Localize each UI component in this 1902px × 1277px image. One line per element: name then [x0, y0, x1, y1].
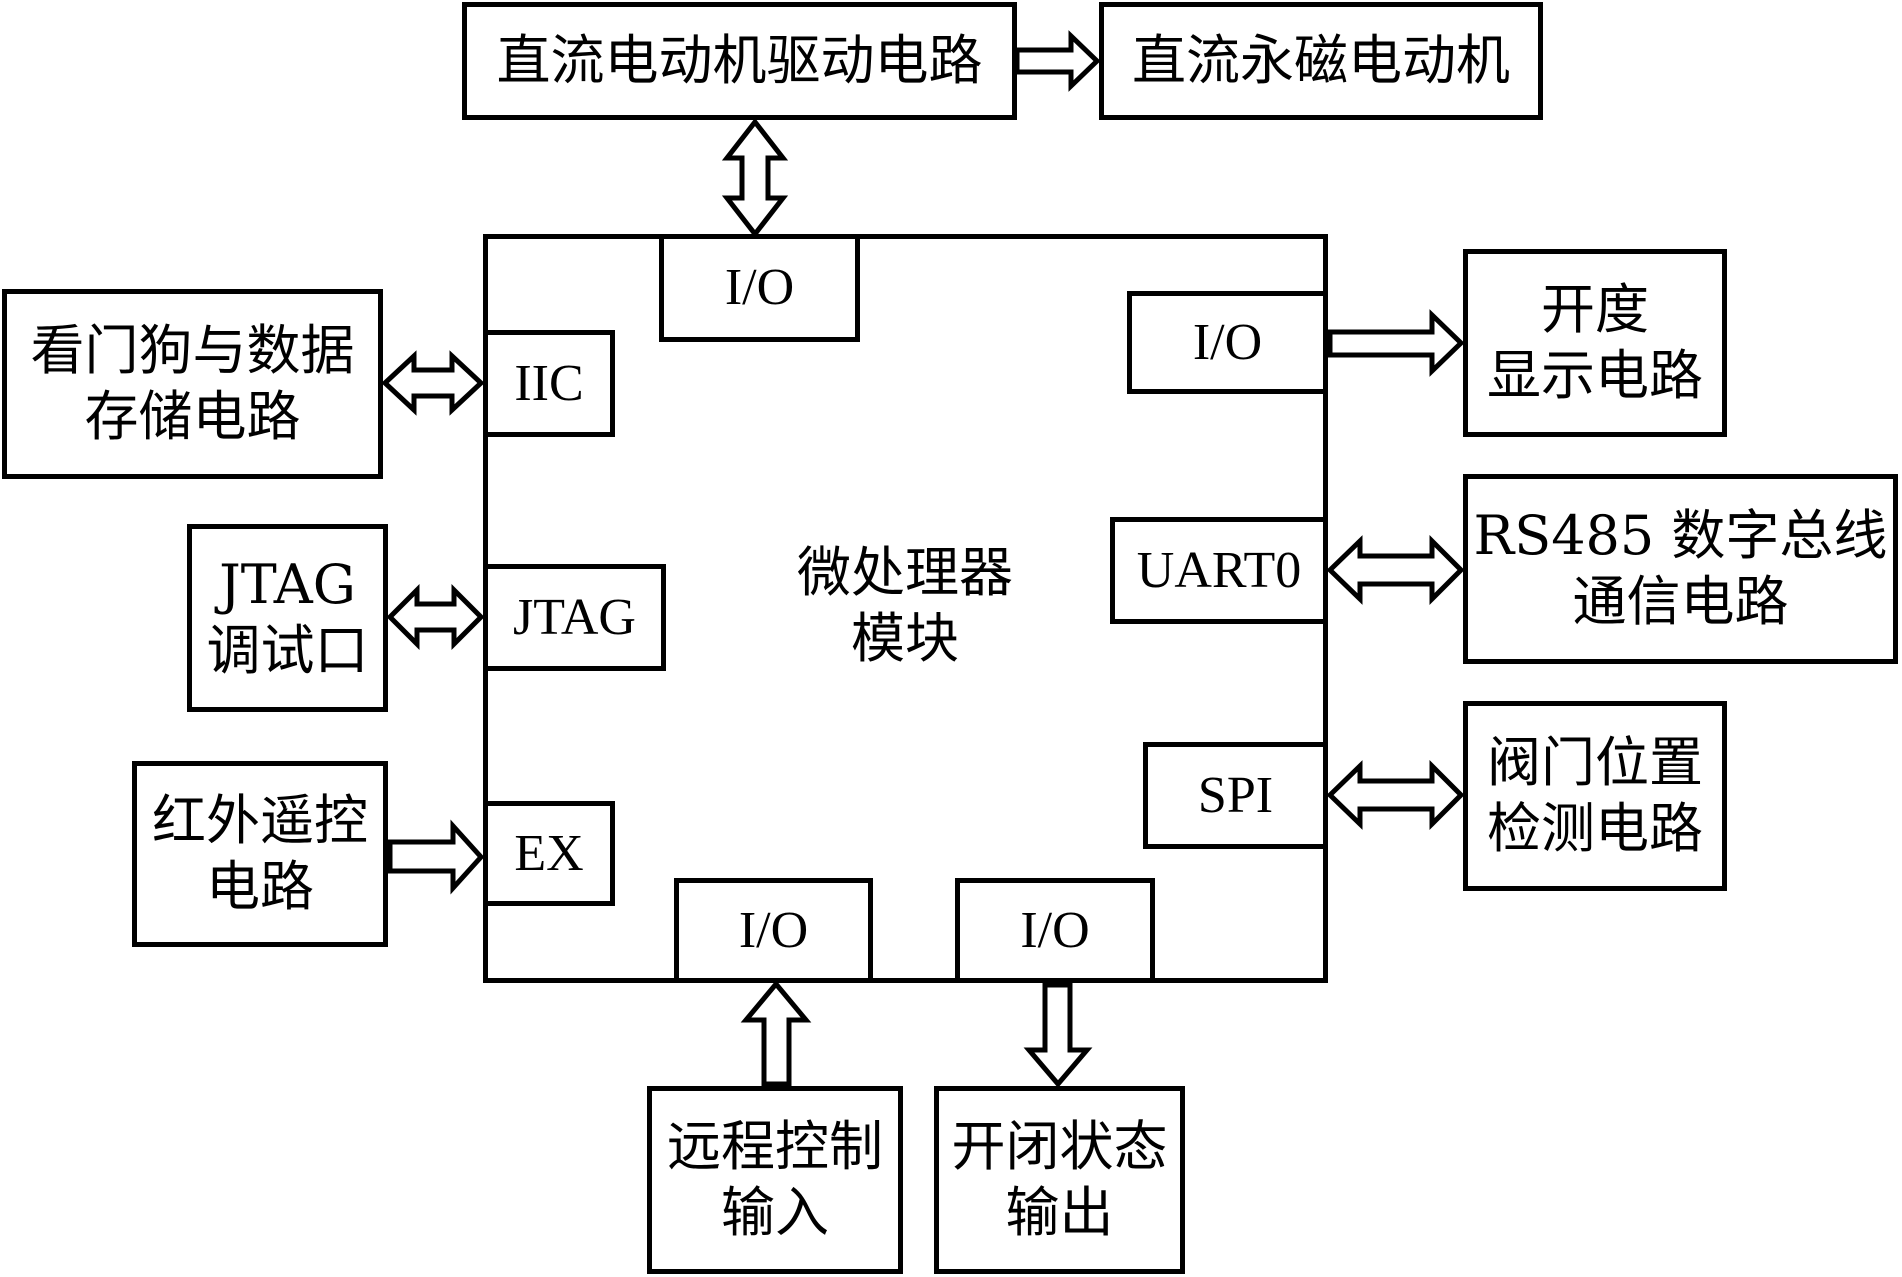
arrow-driver-io-top [721, 117, 789, 239]
ir-remote-block: 红外遥控 电路 [132, 761, 388, 947]
arrow-io-to-display [1327, 309, 1465, 377]
port-io-right-label: I/O [1192, 313, 1263, 371]
motor-label: 直流永磁电动机 [1132, 29, 1510, 93]
arrow-jtag-debug-jtag [386, 583, 485, 651]
arrow-watchdog-iic [381, 350, 485, 416]
port-jtag-label: JTAG [513, 588, 636, 646]
port-io-right: I/O [1127, 291, 1328, 394]
port-iic-label: IIC [514, 354, 584, 412]
port-jtag: JTAG [483, 564, 666, 671]
ir-remote-label: 红外遥控 电路 [152, 789, 368, 918]
port-io-bottom-right-label: I/O [1020, 901, 1090, 959]
port-ex: EX [483, 801, 615, 906]
open-close-output-block: 开闭状态 输出 [934, 1086, 1185, 1274]
arrow-uart0-rs485 [1326, 534, 1465, 606]
arrow-remote-to-io [740, 980, 812, 1087]
rs485-label: RS485 数字总线 通信电路 [1473, 504, 1888, 633]
port-spi-label: SPI [1197, 766, 1274, 824]
arrow-driver-to-motor [1014, 30, 1101, 92]
valve-position-block: 阀门位置 检测电路 [1463, 701, 1727, 891]
port-io-bottom-left: I/O [674, 878, 873, 983]
motor-block: 直流永磁电动机 [1099, 2, 1543, 120]
watchdog-storage-block: 看门狗与数据 存储电路 [2, 289, 383, 479]
valve-position-label: 阀门位置 检测电路 [1487, 731, 1703, 860]
port-io-top: I/O [659, 234, 860, 342]
open-close-output-label: 开闭状态 输出 [951, 1115, 1168, 1244]
port-uart0: UART0 [1110, 517, 1328, 624]
rs485-block: RS485 数字总线 通信电路 [1463, 474, 1898, 664]
port-iic: IIC [483, 330, 615, 437]
port-spi: SPI [1143, 742, 1328, 849]
port-ex-label: EX [514, 824, 584, 882]
jtag-debug-label: JTAG 调试口 [206, 553, 369, 682]
mcu-module-label: 微处理器 模块 [797, 541, 1013, 670]
watchdog-storage-label: 看门狗与数据 存储电路 [30, 319, 355, 448]
arrow-io-to-output [1023, 982, 1093, 1088]
motor-driver-label: 直流电动机驱动电路 [496, 29, 983, 93]
arrow-ir-to-ex [387, 819, 485, 895]
port-io-top-label: I/O [724, 259, 795, 317]
port-io-bottom-left-label: I/O [738, 901, 809, 959]
port-io-bottom-right: I/O [955, 878, 1155, 983]
jtag-debug-block: JTAG 调试口 [187, 524, 388, 712]
arrow-spi-valve [1326, 759, 1465, 831]
port-uart0-label: UART0 [1136, 541, 1302, 599]
opening-display-block: 开度 显示电路 [1463, 249, 1727, 437]
opening-display-label: 开度 显示电路 [1487, 278, 1703, 407]
remote-input-label: 远程控制 输入 [667, 1115, 883, 1244]
remote-input-block: 远程控制 输入 [647, 1086, 903, 1274]
